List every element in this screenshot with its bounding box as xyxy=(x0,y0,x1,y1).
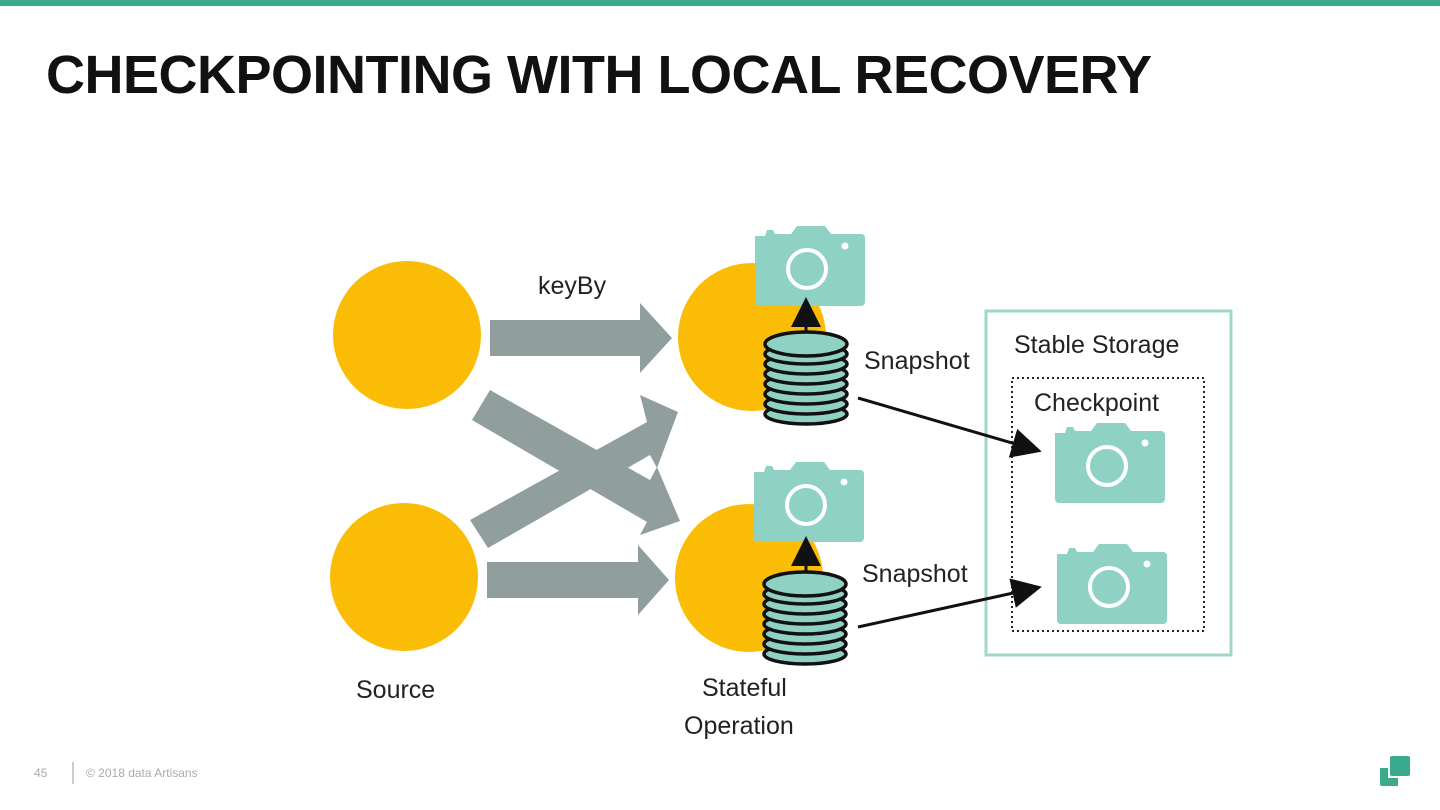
local-snapshot-camera-icon-top xyxy=(753,224,867,308)
page-number: 45 xyxy=(34,766,48,780)
stateful-label-line2: Operation xyxy=(684,712,794,740)
snapshot-label-top: Snapshot xyxy=(864,347,970,375)
checkpoint-label: Checkpoint xyxy=(1034,389,1159,417)
local-snapshot-camera-icon-bottom xyxy=(752,460,866,544)
slide-title: CHECKPOINTING WITH LOCAL RECOVERY xyxy=(46,45,1152,105)
keyby-arrow-cross-up xyxy=(470,395,678,548)
checkpoint-box xyxy=(1011,377,1205,632)
checkpoint-camera-icon-bottom xyxy=(1055,542,1169,626)
stable-storage-box xyxy=(984,309,1233,657)
state-database-icon-bottom xyxy=(762,570,848,666)
top-accent-bar xyxy=(0,0,1440,6)
snapshot-to-storage-arrow-top xyxy=(857,396,1042,458)
copyright: © 2018 data Artisans xyxy=(86,766,198,780)
snapshot-label-bottom: Snapshot xyxy=(862,560,968,588)
source-operator-bottom xyxy=(330,503,478,651)
source-operator-top xyxy=(333,261,481,409)
stable-storage-label: Stable Storage xyxy=(1014,331,1179,359)
stateful-label-line1: Stateful xyxy=(702,674,787,702)
state-database-icon-top xyxy=(763,330,849,426)
footer-divider xyxy=(72,762,74,784)
data-artisans-logo-icon xyxy=(1380,756,1410,786)
source-label: Source xyxy=(356,676,435,704)
keyby-label: keyBy xyxy=(538,272,607,300)
keyby-arrow-bottom xyxy=(487,545,669,615)
snapshot-to-storage-arrow-bottom xyxy=(857,578,1042,629)
checkpoint-camera-icon-top xyxy=(1053,421,1167,505)
keyby-arrow-top xyxy=(490,303,672,373)
